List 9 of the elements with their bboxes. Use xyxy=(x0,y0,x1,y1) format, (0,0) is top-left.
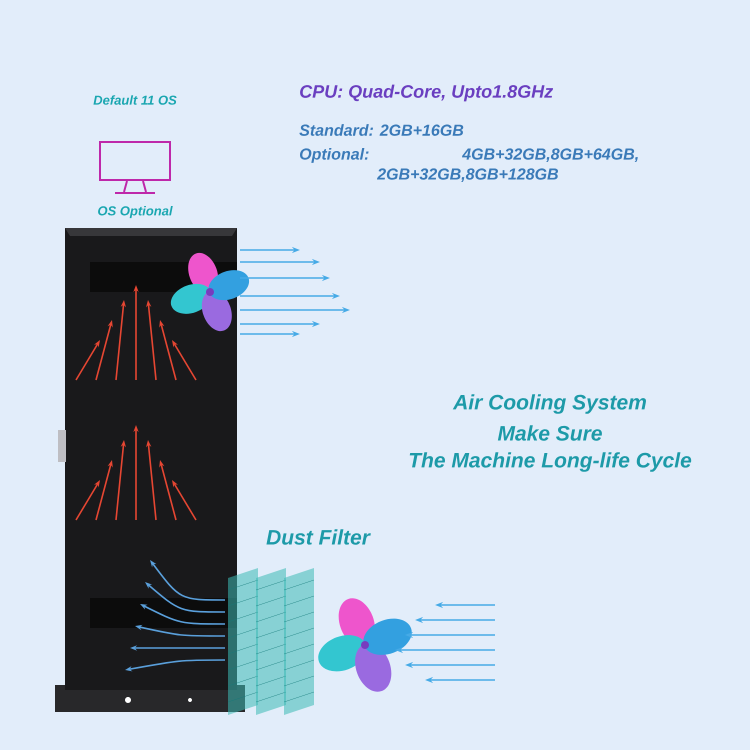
feature-text: Optional: 4GB+32GB,8GB+64GB, 2GB+32GB,8GB+128GB xyxy=(300,148,638,182)
feature-text: The Machine Long-life Cycle xyxy=(410,452,692,472)
feature-text: Default 11 OS xyxy=(93,95,177,105)
feature-text: Make Sure xyxy=(498,425,602,441)
feature-text: OS Optional xyxy=(98,206,173,218)
feature-text: Dust Filter xyxy=(266,529,371,545)
feature-text: Air Cooling System xyxy=(452,394,646,414)
feature-text: Standard: 2GB+16GB xyxy=(299,124,464,136)
feature-text: CPU: Quad-Core, Upto1.8GHz xyxy=(300,84,554,102)
